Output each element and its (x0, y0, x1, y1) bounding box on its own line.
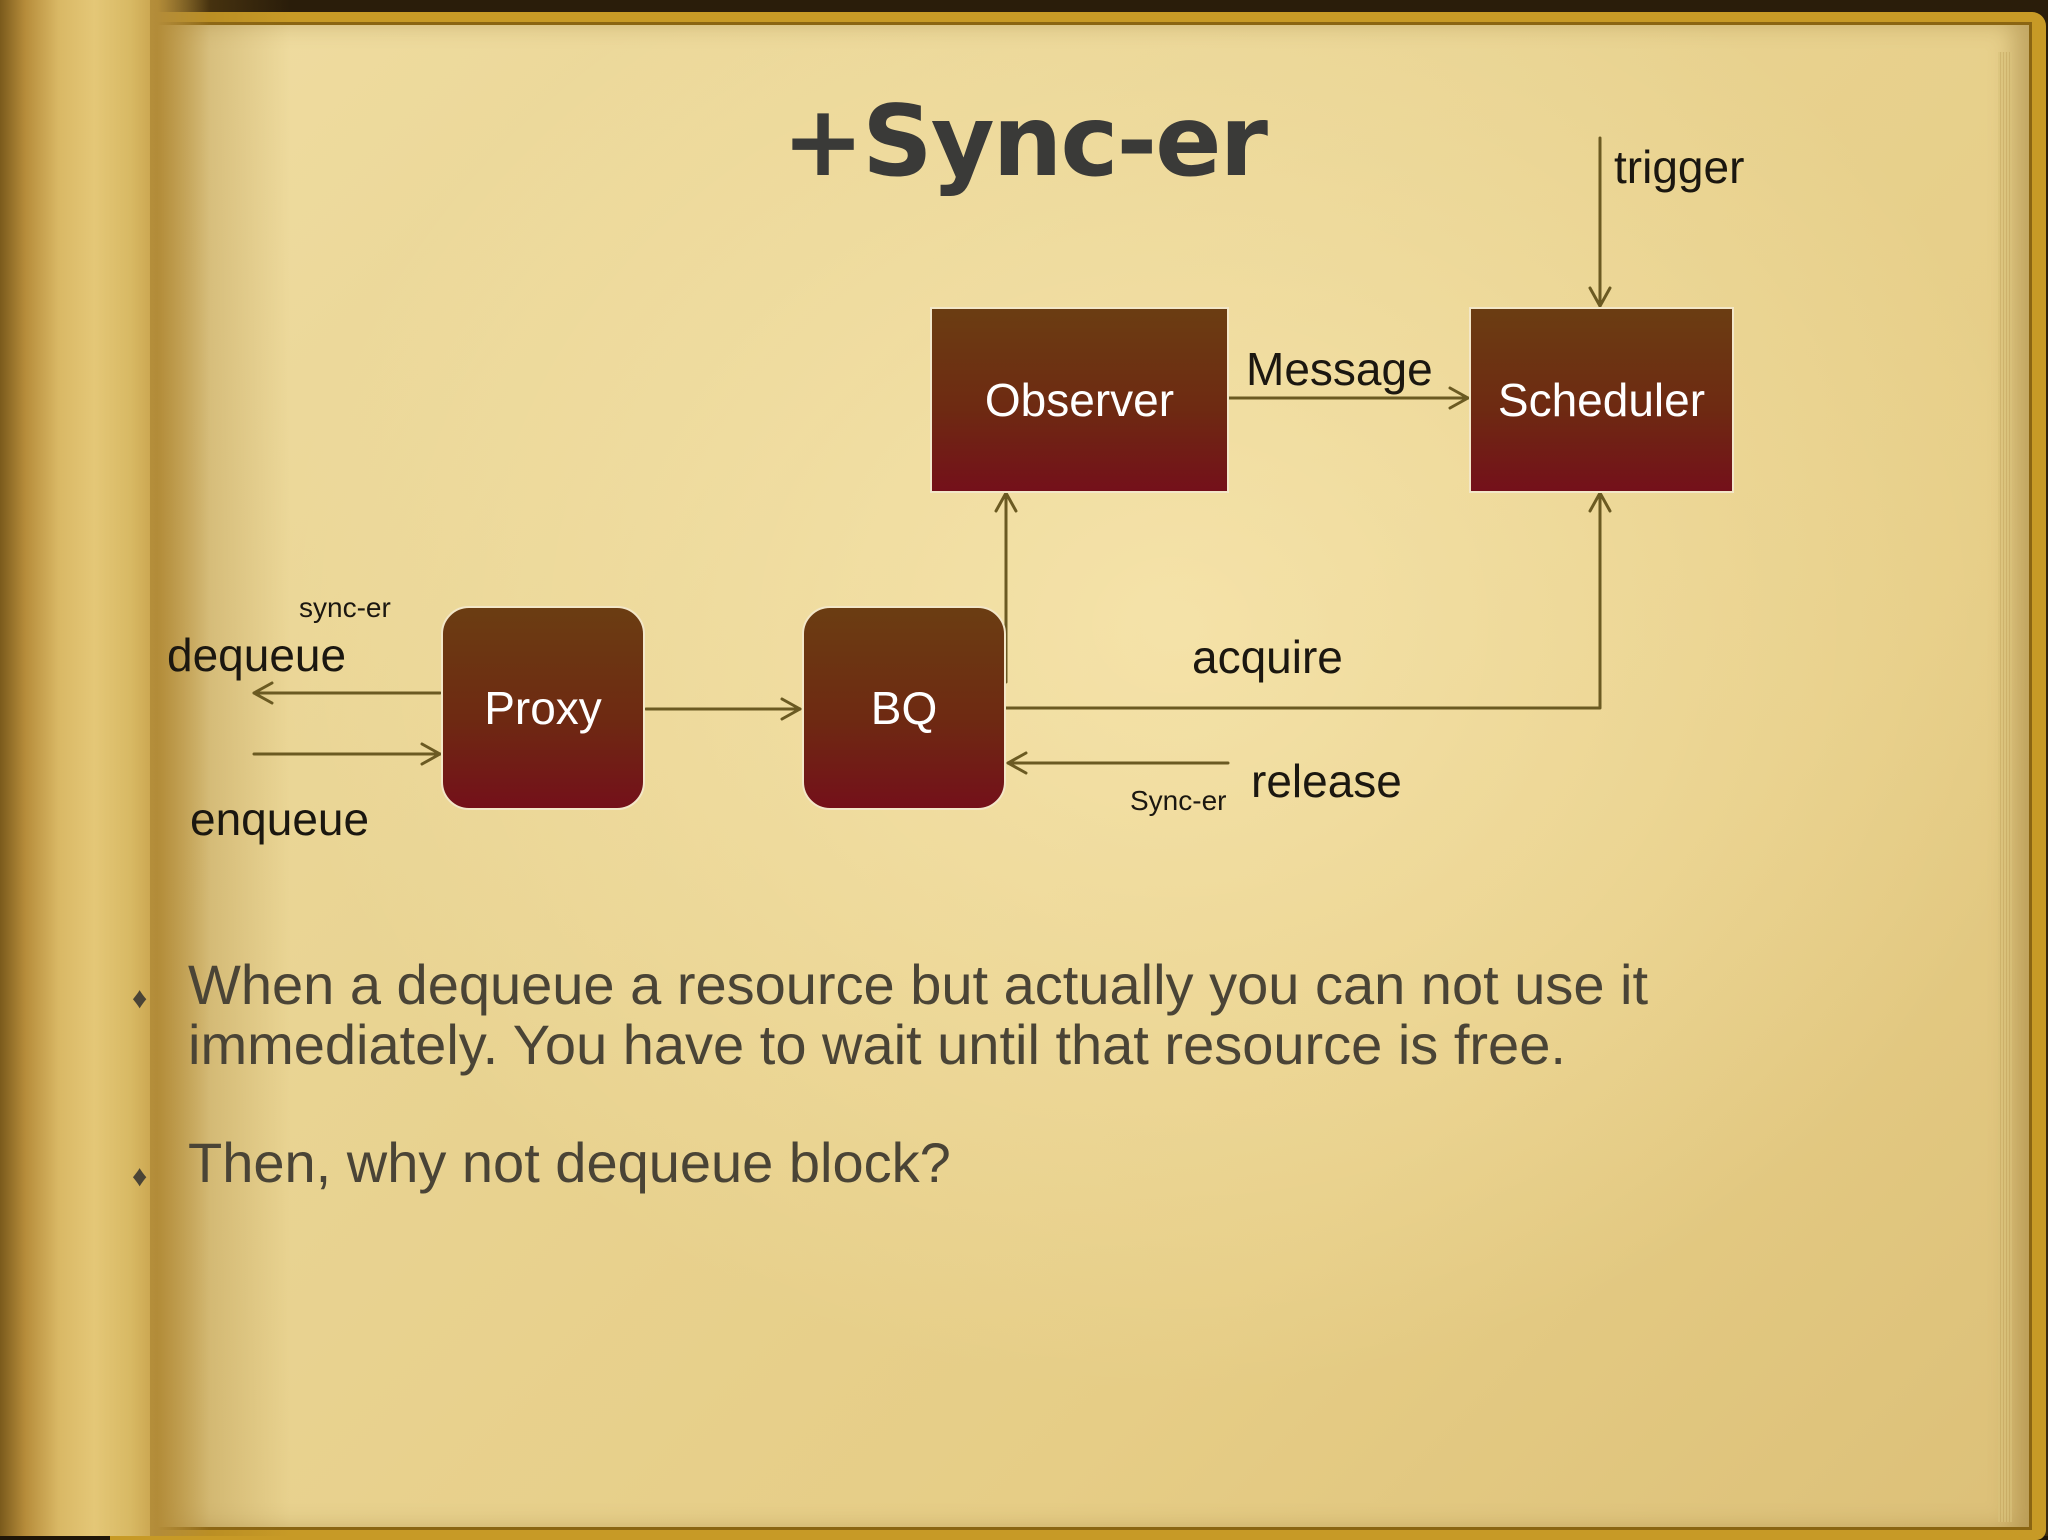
label-dequeue-note: sync-er (299, 592, 391, 623)
label-acquire: acquire (1192, 631, 1343, 683)
node-observer: Observer (930, 307, 1229, 493)
label-trigger: trigger (1614, 141, 1745, 193)
page-edges (1998, 52, 2012, 1522)
arrowhead-proxy-dequeue (252, 681, 274, 705)
arrowhead-release-bq (1006, 751, 1028, 775)
node-scheduler: Scheduler (1469, 307, 1734, 493)
arrowhead-bq-observer (994, 491, 1018, 513)
label-enqueue: enqueue (190, 793, 370, 845)
diamond-bullet-icon: ♦ (132, 982, 148, 1015)
arrowhead-observer-scheduler (1448, 386, 1470, 410)
arrowhead-trigger-scheduler (1588, 286, 1612, 308)
label-message: Message (1246, 343, 1433, 395)
diamond-bullet-icon: ♦ (132, 1160, 148, 1193)
node-bq: BQ (802, 606, 1006, 810)
label-release: release (1251, 755, 1402, 807)
arrowhead-proxy-bq (780, 697, 802, 721)
bullet-text: When a dequeue a resource but actually y… (188, 953, 1649, 1076)
slide-page (110, 12, 2046, 1540)
arrowhead-enqueue-proxy (420, 742, 442, 766)
book-spine (0, 0, 210, 1536)
bullet-text: Then, why not dequeue block? (188, 1131, 951, 1194)
label-dequeue: dequeue (167, 629, 347, 681)
spine-shadow (150, 0, 290, 1536)
arrowhead-bq-scheduler (1588, 491, 1612, 513)
node-proxy: Proxy (441, 606, 645, 810)
bullet-item: ♦ When a dequeue a resource but actually… (120, 955, 1900, 1075)
arrow-bq-scheduler (1004, 491, 1602, 710)
bullet-list: ♦ When a dequeue a resource but actually… (120, 955, 1900, 1251)
bullet-item: ♦ Then, why not dequeue block? (120, 1131, 1900, 1194)
slide-title: +Sync-er (782, 85, 1268, 199)
label-release-note: Sync-er (1130, 785, 1227, 816)
